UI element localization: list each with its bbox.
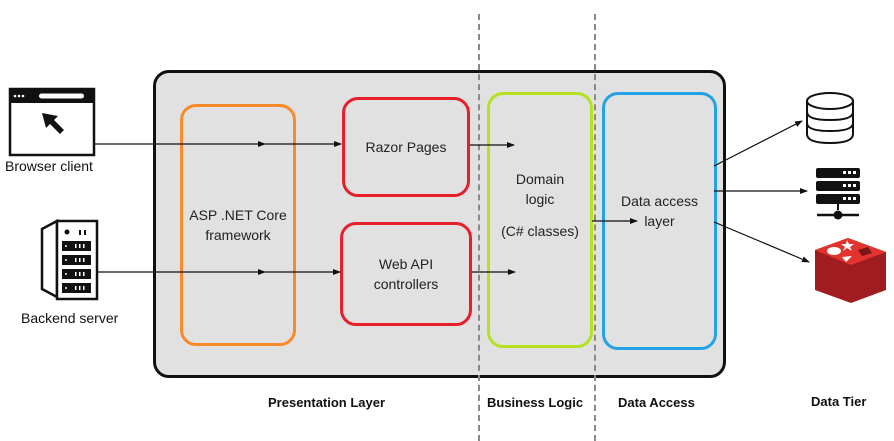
server-rack-icon xyxy=(40,218,99,301)
domain-label-line1: Domain xyxy=(515,171,565,187)
tier-separator-business-overlay xyxy=(478,14,480,441)
web-api-controllers-box: Web API controllers xyxy=(340,222,472,326)
redis-icon xyxy=(815,238,886,303)
tier-separator-data-overlay xyxy=(594,14,596,441)
arrow-dataaccess-to-redis xyxy=(713,221,810,263)
browser-window-icon xyxy=(8,87,96,157)
webapi-label-line1: Web API xyxy=(378,256,434,272)
framework-label-line1: ASP .NET Core xyxy=(189,207,287,223)
caption-data-access: Data Access xyxy=(618,395,695,410)
framework-label-line2: framework xyxy=(205,227,271,243)
dataaccess-label-line2: layer xyxy=(644,213,675,229)
database-icon xyxy=(806,92,854,145)
backend-server-label: Backend server xyxy=(21,310,119,326)
domain-label-line3: (C# classes) xyxy=(501,223,579,239)
domain-logic-box: Domain logic (C# classes) xyxy=(487,92,593,348)
caption-data-tier: Data Tier xyxy=(811,394,867,409)
razor-pages-box: Razor Pages xyxy=(342,97,470,197)
webapi-label-line2: controllers xyxy=(373,276,439,292)
razor-pages-label: Razor Pages xyxy=(365,139,447,155)
caption-business-logic: Business Logic xyxy=(487,395,584,410)
browser-client-label: Browser client xyxy=(5,158,93,174)
arrow-dataaccess-to-database xyxy=(713,120,803,167)
dataaccess-label-line1: Data access xyxy=(620,193,699,209)
server-stack-icon xyxy=(816,168,860,220)
domain-label-line2: logic xyxy=(525,191,555,207)
aspnet-core-framework-box: ASP .NET Core framework xyxy=(180,104,296,346)
caption-presentation-layer: Presentation Layer xyxy=(268,395,386,410)
